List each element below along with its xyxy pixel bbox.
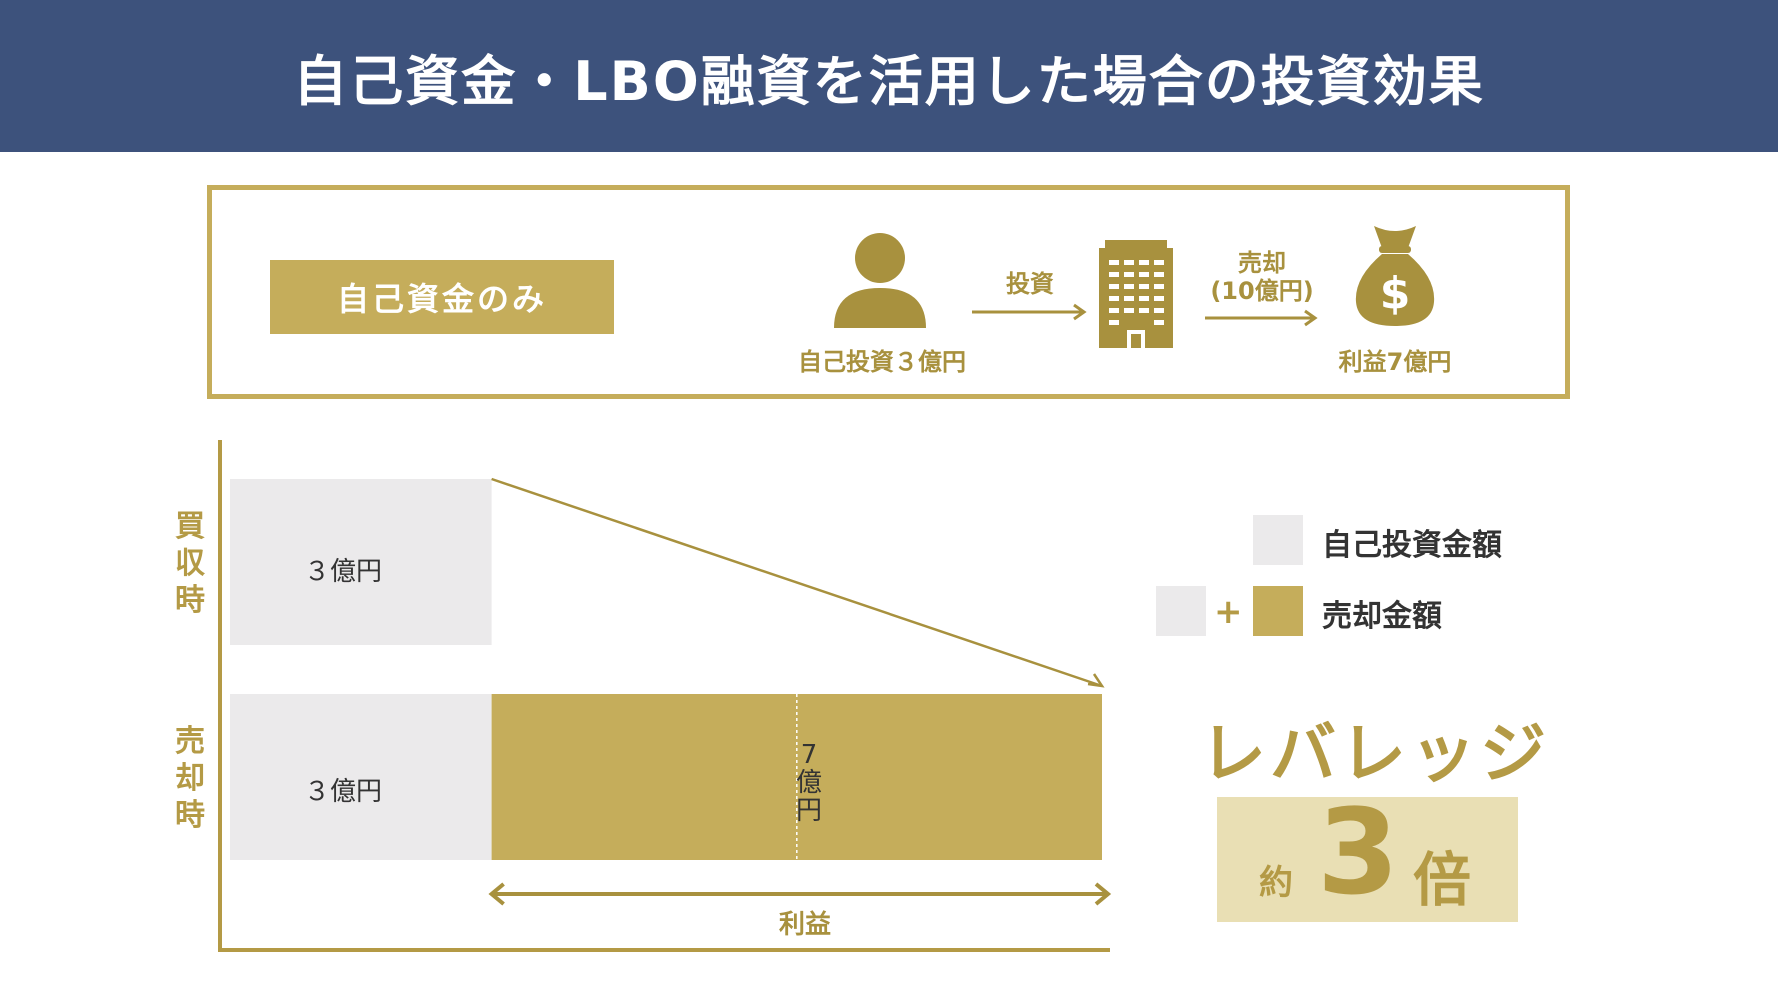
header-banner: 自己資金・LBO融資を活用した場合の投資効果 bbox=[0, 0, 1778, 152]
invest-arrow-label: 投資 bbox=[1006, 270, 1054, 298]
legend-swatch-sale bbox=[1253, 586, 1303, 636]
sale-arrow-label-line1: 売却 bbox=[1238, 249, 1286, 277]
bar-sale-equity bbox=[230, 694, 492, 860]
slant-connector-line bbox=[491, 477, 1103, 688]
self-funding-panel: 自己資金のみ bbox=[207, 185, 1570, 399]
leverage-title: レバレッジ bbox=[1200, 715, 1550, 792]
sale-arrow-label-line2: (10億円) bbox=[1210, 277, 1314, 305]
legend-plus: + bbox=[1214, 592, 1243, 632]
legend-swatch-equity-small bbox=[1156, 586, 1206, 636]
money-bag-icon: $ bbox=[1355, 226, 1435, 326]
page-title: 自己資金・LBO融資を活用した場合の投資効果 bbox=[293, 49, 1485, 113]
row-label-acquisition: 買 収 時 bbox=[175, 509, 205, 618]
double-arrow-icon bbox=[488, 882, 1112, 906]
sale-equity-label: ３億円 bbox=[304, 777, 383, 807]
legend-swatch-equity bbox=[1253, 515, 1303, 565]
person-icon bbox=[834, 233, 926, 328]
row-label-sale: 売 却 時 bbox=[175, 724, 205, 833]
profit-caption: 利益7億円 bbox=[1338, 348, 1452, 376]
building-icon bbox=[1099, 240, 1173, 348]
sale-profit-label: 7 億 円 bbox=[795, 740, 822, 826]
self-funding-label: 自己資金のみ bbox=[270, 260, 614, 334]
arrow-right-icon bbox=[1205, 309, 1318, 327]
leverage-number: 3 bbox=[1317, 783, 1400, 921]
leverage-prefix: 約 bbox=[1259, 863, 1293, 903]
profit-axis-label: 利益 bbox=[779, 910, 832, 940]
bar-acquisition-equity bbox=[230, 479, 492, 645]
legend-label-sale: 売却金額 bbox=[1322, 599, 1442, 634]
svg-text:$: $ bbox=[1380, 268, 1411, 319]
leverage-box: 約 3 倍 bbox=[1217, 783, 1518, 922]
leverage-suffix: 倍 bbox=[1413, 846, 1472, 914]
investor-caption: 自己投資３億円 bbox=[798, 348, 966, 376]
acquisition-equity-label: ３億円 bbox=[304, 557, 383, 587]
legend-label-equity: 自己投資金額 bbox=[1322, 528, 1502, 563]
slant-arrowhead bbox=[1087, 673, 1105, 688]
arrow-right-icon bbox=[972, 303, 1087, 321]
